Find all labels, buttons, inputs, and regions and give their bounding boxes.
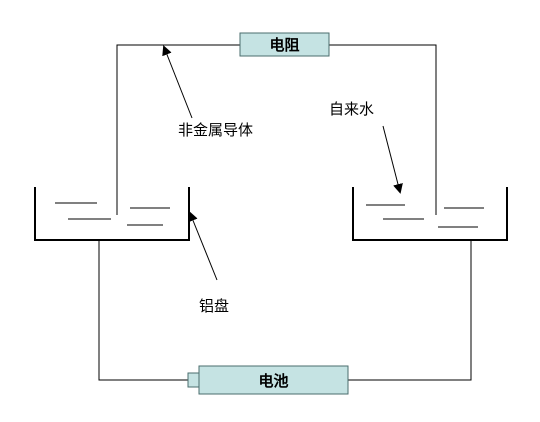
right-container: [352, 187, 508, 241]
resistor-label: 电阻: [269, 36, 299, 54]
aluminum-tray-arrow: [188, 211, 218, 281]
battery-box: [198, 365, 349, 395]
battery-terminal: [187, 372, 200, 388]
left-liquid-lines: [55, 202, 170, 226]
top-wire-left: [116, 44, 240, 215]
tap-water-label: 自来水: [329, 100, 374, 118]
tap-water-arrow: [382, 125, 403, 194]
bottom-wire-left: [98, 240, 188, 381]
battery-label: 电池: [258, 372, 288, 390]
nonmetal-conductor-label: 非金属导体: [178, 121, 253, 139]
left-container: [34, 187, 190, 241]
nonmetal-conductor-arrow: [162, 45, 193, 119]
aluminum-tray-label: 铝盘: [199, 297, 229, 315]
right-liquid-lines: [366, 204, 484, 228]
bottom-wire-right: [348, 240, 472, 381]
resistor-box: [239, 32, 330, 57]
top-wire-right: [329, 44, 437, 215]
